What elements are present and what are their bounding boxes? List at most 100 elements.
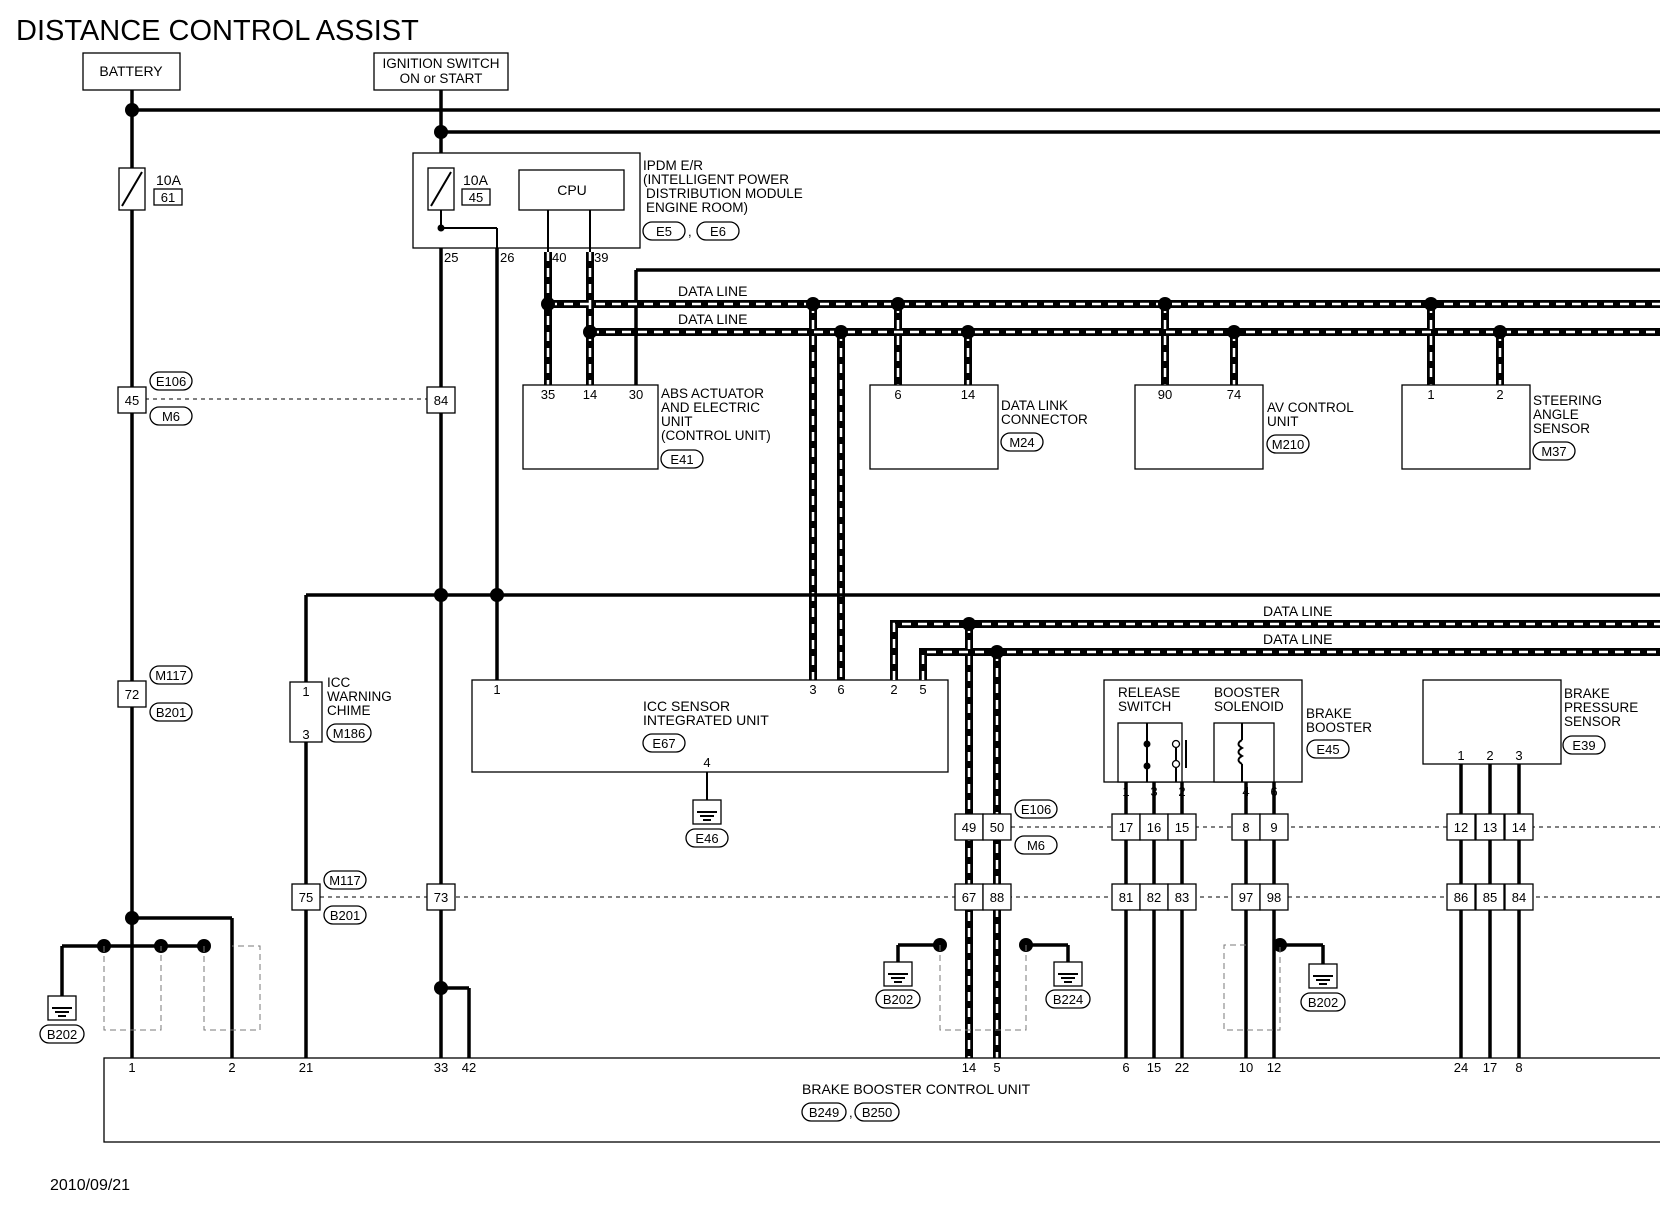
conn-pin-67: 67 [962, 890, 976, 905]
chime-label-1: ICC [327, 675, 351, 690]
bbcu-pins: 1 2 21 33 42 14 5 6 15 22 10 12 24 17 8 [128, 1060, 1522, 1075]
conn-e106-left [149, 371, 193, 391]
steering-angle-sensor-box [1401, 384, 1531, 470]
ground-b202-mid [875, 989, 921, 1009]
conn-pin-12: 12 [1454, 820, 1468, 835]
chime-label-3: CHIME [327, 703, 371, 718]
conn-m6-right [1014, 835, 1058, 855]
ignition-switch-label-1: IGNITION SWITCH [383, 56, 500, 71]
data-line-label-4: DATA LINE [1263, 631, 1333, 647]
icc-pin-6: 6 [837, 682, 844, 697]
release-switch-label-2: SWITCH [1118, 699, 1171, 714]
icc-connector-label: E67 [652, 736, 675, 751]
ipdm-pin-26: 26 [500, 250, 514, 265]
junction-bbcu-33 [434, 981, 448, 995]
junction-dl-4 [834, 325, 848, 339]
bps-connector-label: E39 [1572, 738, 1595, 753]
bbcu-pin-8: 8 [1515, 1060, 1522, 1075]
fuse-45-element [430, 171, 452, 207]
ignition-switch-box [373, 52, 509, 91]
av-connector [1266, 434, 1310, 454]
av-label-2: UNIT [1267, 414, 1299, 429]
icc-connector [642, 733, 686, 753]
junction-dl-lower-2 [990, 645, 1004, 659]
connector-row-e106-right [954, 813, 1534, 841]
ipdm-connector-e6-label: E6 [710, 224, 726, 239]
fuse-61-number: 61 [161, 190, 175, 205]
data-line-upper [544, 252, 1660, 680]
conn-pin-88: 88 [990, 890, 1004, 905]
bbcu-pin-14: 14 [962, 1060, 976, 1075]
junction-gnd-right [1273, 938, 1287, 952]
av-control-unit-box [1134, 384, 1264, 470]
conn-pin-82: 82 [1147, 890, 1161, 905]
dlc-connector [1000, 432, 1044, 452]
ipdm-pin-40: 40 [552, 250, 566, 265]
junction-ipdm-internal [437, 224, 445, 232]
chime-label-2: WARNING [327, 689, 392, 704]
data-line-label-2: DATA LINE [678, 311, 748, 327]
battery-label: BATTERY [99, 63, 163, 79]
conn-e106-right [1014, 799, 1058, 819]
conn-pin-45 [117, 386, 147, 414]
abs-pin-30: 30 [629, 387, 643, 402]
dlc-label-1: DATA LINK [1001, 398, 1068, 413]
icc-sensor-box [471, 679, 949, 773]
conn-m6-left [149, 406, 193, 426]
fuse-45-amp: 10A [463, 172, 489, 188]
junction-battery [125, 103, 139, 117]
conn-pin-83: 83 [1175, 890, 1189, 905]
abs-pin-14: 14 [583, 387, 597, 402]
sas-label-3: SENSOR [1533, 421, 1590, 436]
bbcu-pin-12: 12 [1267, 1060, 1281, 1075]
conn-pin-72 [117, 680, 147, 708]
dlc-pin-14: 14 [961, 387, 975, 402]
dlc-label-2: CONNECTOR [1001, 412, 1088, 427]
shield-mid [939, 945, 1027, 1031]
ipdm-connector-e5-label: E5 [656, 224, 672, 239]
icc-pin-5: 5 [919, 682, 926, 697]
fuse-45-number: 45 [469, 190, 483, 205]
abs-label-3: UNIT [661, 414, 693, 429]
brake-booster-label-2: BOOSTER [1306, 720, 1372, 735]
fuse-45-tag [461, 188, 491, 206]
booster-connector-label: E45 [1316, 742, 1339, 757]
junction-ignition [434, 125, 448, 139]
conn-e106-left-label: E106 [156, 374, 186, 389]
ipdm-connector-separator: , [688, 224, 692, 239]
ipdm-connector-e5 [642, 221, 686, 241]
ipdm-connector-e6 [696, 221, 740, 241]
av-connector-label: M210 [1272, 437, 1305, 452]
booster-solenoid-label-1: BOOSTER [1214, 685, 1280, 700]
ground-b202-right-label: B202 [1308, 995, 1338, 1010]
abs-connector [660, 449, 704, 469]
av-label-1: AV CONTROL [1267, 400, 1354, 415]
conn-m117-upper [149, 665, 193, 685]
release-switch-symbol [1143, 723, 1187, 782]
conn-pin-8: 8 [1242, 820, 1249, 835]
conn-b201-upper [149, 702, 193, 722]
conn-pin-84 [426, 386, 456, 414]
junction-dl-10 [1493, 325, 1507, 339]
icc-pin-2: 2 [890, 682, 897, 697]
data-line-label-3: DATA LINE [1263, 603, 1333, 619]
icc-label-2: INTEGRATED UNIT [643, 712, 769, 728]
ipdm-label-4: ENGINE ROOM) [646, 200, 748, 215]
conn-pin-15: 15 [1175, 820, 1189, 835]
bps-pin-1: 1 [1457, 748, 1464, 763]
ipdm-label-1: IPDM E/R [643, 158, 703, 173]
icc-pin-3: 3 [809, 682, 816, 697]
conn-e106-right-label: E106 [1021, 802, 1051, 817]
conn-pin-84b: 84 [1512, 890, 1526, 905]
junction-dl-2 [583, 325, 597, 339]
bbcu-pin-22: 22 [1175, 1060, 1189, 1075]
conn-m117-lower-label: M117 [329, 873, 361, 888]
ground-b202-left-label: B202 [47, 1027, 77, 1042]
bbcu-pin-17: 17 [1483, 1060, 1497, 1075]
conn-pin-81: 81 [1119, 890, 1133, 905]
conn-pin-72-label: 72 [125, 687, 139, 702]
brake-pressure-sensor-box [1422, 679, 1562, 765]
conn-pin-17: 17 [1119, 820, 1133, 835]
chime-pin-3: 3 [302, 727, 309, 742]
sas-connector [1532, 441, 1576, 461]
